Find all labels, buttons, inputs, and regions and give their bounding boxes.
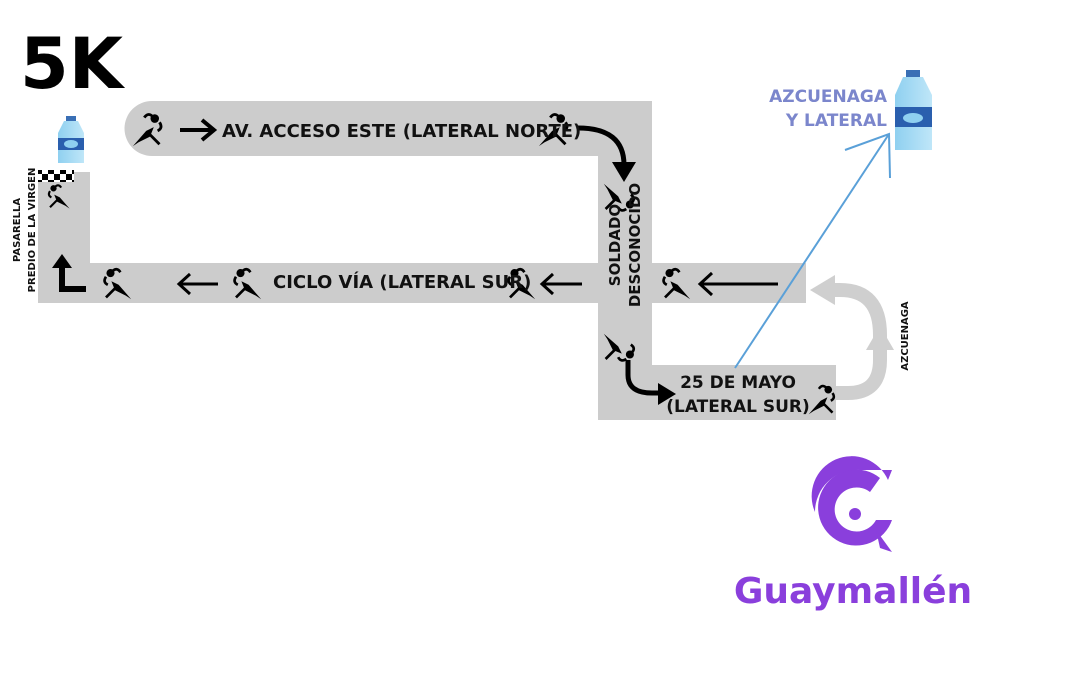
- street-label-line: SOLDADO: [606, 204, 624, 286]
- street-label-bottom-line1: 25 DE MAYO: [680, 373, 796, 393]
- street-label-azcuenaga: AZCUENAGA: [900, 301, 911, 371]
- street-label-line: PREDIO DE LA VIRGEN: [27, 168, 38, 293]
- street-label-top: AV. ACCESO ESTE (LATERAL NORTE): [222, 121, 581, 142]
- water-station-label-line1: AZCUENAGA: [769, 87, 888, 107]
- arrow-icon: [577, 125, 627, 166]
- arrow-icon: [697, 271, 778, 297]
- street-label-middle: CICLO VÍA (LATERAL SUR): [273, 271, 531, 293]
- arrow-icon: [180, 118, 218, 142]
- street-label-vertical: SOLDADO DESCONOCIDO: [606, 183, 644, 307]
- street-label-line: DESCONOCIDO: [626, 183, 644, 307]
- brand-name: Guaymallén: [734, 571, 972, 612]
- arrow-icon: [176, 272, 218, 296]
- street-label-line: PASARELLA: [12, 198, 23, 262]
- arrow-icon: [625, 360, 660, 396]
- checkered-flag-icon: [38, 170, 74, 182]
- distance-title: 5K: [20, 23, 126, 105]
- azcuenaga-curve-arrow: [810, 275, 894, 400]
- direction-arrows: [52, 118, 778, 405]
- street-label-left: PASARELLA PREDIO DE LA VIRGEN: [12, 168, 38, 293]
- road-top: [124, 101, 652, 156]
- water-bottle-icon: [58, 116, 84, 163]
- arrow-icon: [539, 272, 582, 296]
- street-label-bottom-line2: (LATERAL SUR): [666, 397, 810, 417]
- water-bottle-icon: [895, 70, 932, 150]
- water-station-pointer-arrow: [734, 132, 891, 369]
- water-station-label-line2: Y LATERAL: [785, 111, 887, 131]
- guaymallen-logo-icon: [811, 456, 892, 552]
- arrow-icon: [59, 266, 86, 292]
